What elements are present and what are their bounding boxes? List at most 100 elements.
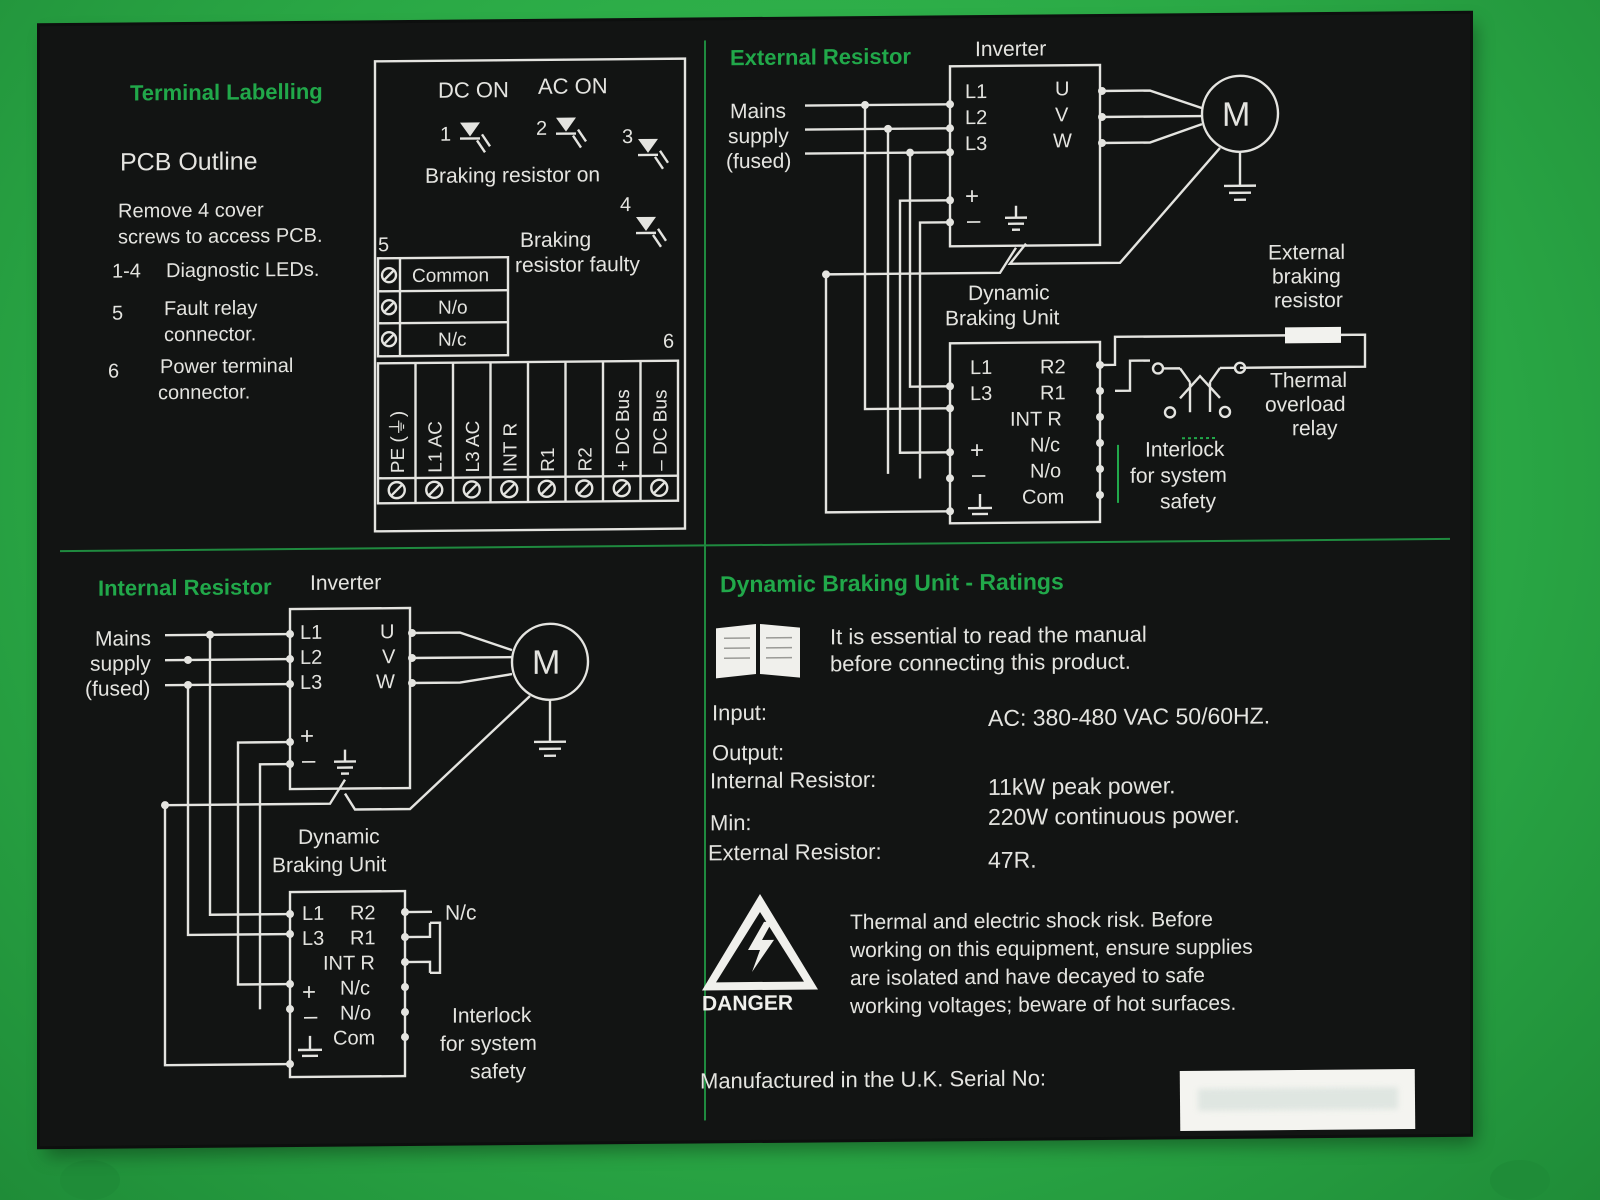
screw-terminal-icon	[425, 480, 444, 499]
manufactured-text: Manufactured in the U.K. Serial No:	[700, 1065, 1046, 1093]
dc-plus-label: +	[965, 183, 979, 210]
interlock-label: safety	[470, 1060, 527, 1083]
legend-text: Diagnostic LEDs.	[166, 259, 319, 282]
relay-terminal-label: N/o	[438, 298, 468, 319]
inverter-terminal: L2	[965, 107, 987, 129]
screw-terminal-icon	[612, 478, 631, 498]
ground-icon	[968, 494, 992, 516]
legend-num: 1-4	[112, 260, 141, 282]
thermal-relay-label: overload	[1265, 393, 1346, 417]
braking-faulty-label: Braking	[520, 228, 591, 252]
manual-notice: before connecting this product.	[830, 649, 1131, 677]
ground-icon	[534, 699, 566, 758]
led-icon: 1	[440, 122, 491, 154]
power-terminal-label: INT R	[500, 423, 521, 472]
fault-relay-connector: Common N/o N/c	[376, 255, 510, 358]
dbu-label: Braking Unit	[272, 853, 387, 877]
interlock-label: Interlock	[1145, 438, 1225, 462]
warning-text: working on this equipment, ensure suppli…	[849, 936, 1253, 963]
power-terminal-label: R2	[575, 447, 596, 471]
inverter-label: Inverter	[975, 37, 1046, 61]
dbu-label: Dynamic	[968, 281, 1050, 305]
internal-resistor-value: 11kW peak power.	[988, 772, 1176, 800]
inverter-terminal: L3	[300, 672, 322, 694]
braking-faulty-label: resistor faulty	[515, 253, 640, 277]
inverter-terminal: U	[1055, 78, 1069, 100]
relay-terminal-label: Common	[412, 265, 489, 287]
external-resistor-section: External Resistor Inverter Mains supply …	[726, 37, 1367, 525]
warning-text: are isolated and have decayed to safe	[850, 964, 1205, 990]
motor-label: M	[532, 644, 560, 682]
led-number: 3	[622, 126, 633, 148]
external-resistor-label: resistor	[1274, 289, 1343, 313]
ground-icon	[1005, 205, 1027, 231]
manual-notice: It is essential to read the manual	[830, 622, 1147, 650]
led-number: 4	[620, 194, 631, 216]
legend-num: 6	[108, 361, 119, 383]
external-resistor-heading: External Resistor	[730, 44, 911, 71]
danger-triangle-icon	[702, 893, 818, 991]
internal-resistor-section: Internal Resistor Inverter Mains supply …	[85, 571, 590, 1083]
pcb-outline-box	[373, 57, 687, 533]
inverter-terminal: L2	[300, 647, 322, 669]
legend-text: connector.	[158, 381, 250, 404]
power-terminal-label: R1	[538, 447, 559, 471]
dc-minus-label: –	[967, 207, 981, 234]
inverter-terminal: W	[376, 671, 395, 693]
label-plate-graphics: Terminal Labelling PCB Outline Remove 4 …	[60, 37, 1450, 1121]
inverter-terminal: L1	[965, 81, 987, 103]
screw-terminal-icon	[537, 479, 556, 499]
warning-text: working voltages; beware of hot surfaces…	[849, 992, 1236, 1018]
screw-terminal-icon	[462, 480, 481, 499]
dbu-terminal: N/c	[1030, 434, 1060, 456]
external-resistor-label: External	[1268, 241, 1345, 265]
dbu-terminal: N/c	[340, 977, 370, 999]
dbu-terminal: R2	[1040, 356, 1066, 378]
power-terminal-label: + DC Bus	[613, 389, 634, 471]
braking-resistor-on-label: Braking resistor on	[425, 163, 600, 188]
power-terminal-label: PE (⏚)	[388, 411, 409, 473]
screw-terminal-icon	[380, 298, 398, 316]
input-value: AC: 380-480 VAC 50/60HZ.	[988, 703, 1270, 731]
screw-terminal-icon	[575, 479, 594, 498]
min-label: Min:	[710, 810, 752, 835]
ratings-section: Dynamic Braking Unit - Ratings It is ess…	[700, 568, 1270, 1093]
legend-text: Fault relay	[164, 297, 257, 320]
label-plate: Terminal Labelling PCB Outline Remove 4 …	[40, 13, 1470, 1147]
screw-terminal-icon	[380, 266, 398, 284]
terminal-labelling-section: Terminal Labelling PCB Outline Remove 4 …	[108, 79, 323, 404]
internal-resistor-heading: Internal Resistor	[98, 574, 272, 601]
divider-horizontal	[60, 537, 1450, 553]
dbu-terminal: +	[970, 437, 984, 464]
external-resistor-label: braking	[1272, 265, 1341, 289]
dbu-terminal: R1	[350, 927, 376, 949]
interlock-label: for system	[1130, 464, 1227, 488]
dbu-label: Braking Unit	[945, 306, 1060, 330]
inverter-terminal: L3	[965, 133, 987, 155]
dbu-terminal: Com	[333, 1027, 375, 1049]
dbu-terminal: R1	[1040, 382, 1066, 404]
input-label: Input:	[712, 700, 767, 725]
dbu-terminal: R2	[350, 902, 376, 924]
screw-terminal-icon	[387, 480, 406, 500]
screw-terminal-icon	[380, 330, 398, 348]
ac-on-label: AC ON	[538, 73, 608, 99]
power-terminal-label: – DC Bus	[650, 389, 671, 470]
legend-text: connector.	[164, 323, 256, 346]
inverter-label: Inverter	[310, 571, 381, 595]
terminal-labelling-heading: Terminal Labelling	[130, 79, 323, 106]
inverter-box	[288, 606, 412, 791]
power-terminal-label: L1 AC	[425, 421, 446, 473]
fault-relay-number: 5	[378, 234, 389, 256]
pcb-outline-diagram: DC ON AC ON 1 2 3 Braking resistor on 4	[373, 57, 687, 533]
inverter-terminal: V	[382, 646, 396, 668]
external-resistor-value: 47R.	[988, 847, 1037, 873]
mains-supply-label: supply	[90, 652, 151, 676]
motor-label: M	[1222, 96, 1250, 134]
dbu-terminal: L1	[302, 903, 324, 925]
output-label: Output:	[712, 740, 784, 766]
dbu-box	[948, 340, 1102, 525]
dc-minus-label: –	[302, 747, 316, 774]
